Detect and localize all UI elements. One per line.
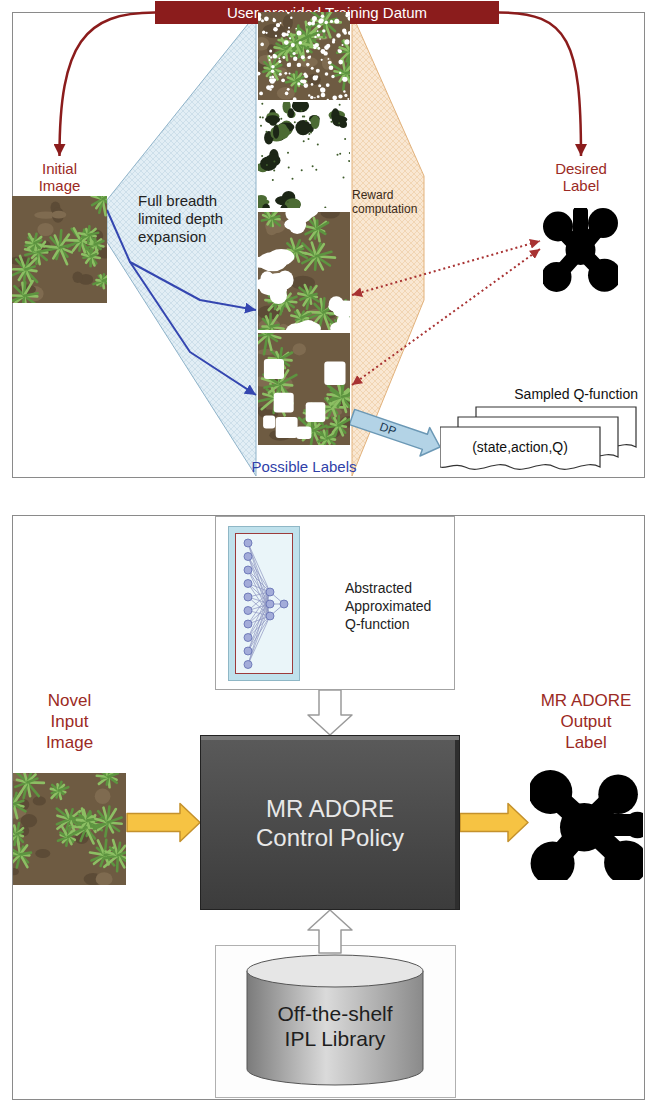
connector <box>127 804 200 842</box>
connector-line <box>60 13 156 157</box>
library-frame <box>216 946 456 1098</box>
reward-region <box>352 14 424 476</box>
picture <box>13 773 126 885</box>
panel-frame <box>13 516 645 1100</box>
candidate-label <box>258 12 350 100</box>
connector <box>460 804 528 842</box>
label-holder: Reward computation <box>352 188 424 216</box>
connector-line <box>352 241 540 295</box>
connector-line <box>352 249 540 385</box>
control-policy-box: MR ADORE Control Policy <box>200 735 460 910</box>
region-label: Full breadth limited depth expansion <box>138 192 248 246</box>
candidate-label <box>258 102 350 208</box>
node-text: Possible Labels <box>239 458 369 476</box>
picture <box>258 333 350 445</box>
picture <box>228 526 300 681</box>
node-text: MR ADORE Control Policy <box>240 794 420 852</box>
image-panel: Initial Image <box>12 156 107 304</box>
image-panel: Desired Label <box>540 156 622 296</box>
block-arrow <box>460 804 528 842</box>
picture <box>543 208 618 292</box>
plant-image <box>13 773 126 885</box>
candidate-label <box>258 212 350 330</box>
picture <box>530 770 643 880</box>
library-cylinder: Off-the-shelf IPL Library <box>245 953 425 1089</box>
expansion-region <box>107 14 256 476</box>
connector-line <box>130 262 256 395</box>
image-panel: Novel Input Image <box>12 686 127 886</box>
label-image <box>543 208 618 292</box>
picture <box>258 212 350 330</box>
node-text: (state,action,Q) <box>440 438 600 456</box>
block-arrow <box>308 690 352 735</box>
panel-frame <box>13 13 645 478</box>
connector <box>60 13 156 157</box>
node-text: Sampled Q-function <box>440 385 638 403</box>
connector <box>352 241 540 385</box>
node-text: Initial Image <box>25 160 95 194</box>
plant-image <box>12 196 107 303</box>
connector <box>308 910 352 953</box>
node-text: Abstracted Approximated Q-function <box>345 579 450 633</box>
label-image <box>530 770 643 880</box>
block-arrow <box>349 409 440 456</box>
candidate-label <box>258 333 350 445</box>
q-function-box: Abstracted Approximated Q-function <box>215 516 455 690</box>
connector <box>308 690 352 735</box>
node-text: MR ADORE Output Label <box>539 690 634 753</box>
label-holder: Full breadth limited depth expansion <box>138 192 248 246</box>
node-text: Desired Label <box>546 160 616 194</box>
node-text: Novel Input Image <box>35 690 105 753</box>
region-label: Reward computation <box>352 188 424 216</box>
document-stack: Sampled Q-function (state,action,Q) <box>440 385 640 475</box>
picture <box>12 196 107 303</box>
label-column: Possible Labels <box>256 12 352 478</box>
connector-line <box>499 13 581 157</box>
connector <box>499 13 581 157</box>
image-panel: MR ADORE Output Label <box>528 686 644 882</box>
node-text: Off-the-shelf IPL Library <box>265 1001 405 1051</box>
picture <box>258 102 350 208</box>
connector <box>349 409 440 456</box>
block-arrow <box>308 910 352 953</box>
picture <box>258 12 350 100</box>
neural-net-icon <box>228 526 300 681</box>
block-arrow <box>127 804 200 842</box>
